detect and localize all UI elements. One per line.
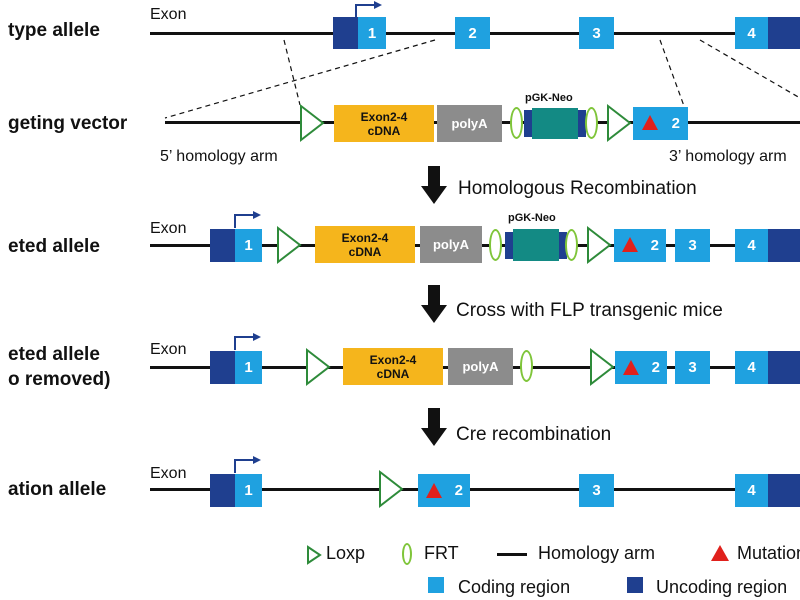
uncoding-exon-1 [210,474,235,507]
polya-box: polyA [448,348,513,385]
legend-homology-arm: Homology arm [538,543,656,563]
row-label-neo-removed-sub: o removed) [8,369,111,390]
polya-box: polyA [437,105,502,142]
exon-3-box: 3 [579,17,614,49]
neo-end-left [505,232,513,259]
frt-icon [585,107,598,139]
pgk-neo-label: pGK-Neo [525,92,573,104]
pgk-neo-label: pGK-Neo [508,212,556,224]
mutation-line [150,488,800,491]
frt-icon [510,107,523,139]
uncoding-exon-4 [768,474,800,507]
promoter-arrow-icon [234,211,261,228]
exon-label: Exon [150,6,187,23]
cdna-line1: Exon2-4 [369,352,417,367]
mutation-icon [622,237,638,252]
uncoding-exon-4 [768,351,800,384]
cdna-line2: cDNA [348,244,382,259]
exon-1-box: 1 [235,229,262,262]
three-prime-arm-label: 3’ homology arm [669,148,787,165]
mutation-icon [426,483,442,498]
exon-1-box: 1 [235,351,262,384]
loxp-icon [300,103,325,143]
promoter-arrow-icon [234,456,261,473]
promoter-arrow-icon [355,1,382,18]
step-flp-cross: Cross with FLP transgenic mice [456,300,723,321]
mutation-icon [642,115,658,130]
exon-label: Exon [150,341,187,358]
cdna-box: Exon2-4 cDNA [343,348,443,385]
exon-1-box: 1 [358,17,386,49]
frt-icon [520,350,533,382]
frt-icon [489,229,502,261]
down-arrow-icon [421,408,447,446]
cdna-line2: cDNA [367,123,401,138]
cdna-line1: Exon2-4 [341,230,389,245]
cdna-line1: Exon2-4 [360,109,408,124]
neo-box [513,229,559,261]
row-label-targeted: eted allele [8,236,100,257]
neo-end-left [524,110,532,137]
row-label-neo-removed: eted allele [8,344,100,365]
loxp-icon [607,103,632,143]
legend-uncoding-swatch [627,577,643,593]
uncoding-exon-4 [768,17,800,49]
exon-4-box: 4 [735,229,768,262]
polya-box: polyA [420,226,482,263]
exon-label: Exon [150,220,187,237]
down-arrow-icon [421,285,447,323]
step-homologous-recombination: Homologous Recombination [458,178,697,199]
loxp-icon [587,225,612,265]
row-label-vector: geting vector [8,113,128,134]
exon-2-box: 2 [455,17,490,49]
uncoding-exon-4 [768,229,800,262]
legend-coding: Coding region [458,577,571,597]
legend-mutation-icon [711,545,729,561]
uncoding-exon-1 [210,229,235,262]
neo-end-right [578,110,586,137]
row-label-wild-type: type allele [8,20,100,41]
exon-1-box: 1 [235,474,262,507]
exon-label: Exon [150,465,187,482]
exon-4-box: 4 [735,351,768,384]
legend-loxp-icon [307,545,322,565]
cdna-box: Exon2-4 cDNA [334,105,434,142]
neo-end-right [559,232,567,259]
exon-4-box: 4 [735,17,768,49]
cdna-line2: cDNA [376,366,410,381]
exon-4-box: 4 [735,474,768,507]
legend-homology-line [497,553,527,556]
exon-3-box: 3 [579,474,614,507]
loxp-icon [379,469,404,509]
mutation-icon [623,360,639,375]
row-label-mutation: ation allele [8,479,107,500]
down-arrow-icon [421,166,447,204]
legend-coding-swatch [428,577,444,593]
step-cre-recombination: Cre recombination [456,424,612,445]
uncoding-exon-1 [333,17,358,49]
loxp-icon [277,225,302,265]
frt-icon [565,229,578,261]
uncoding-exon-1 [210,351,235,384]
exon-3-box: 3 [675,351,710,384]
neo-box [532,108,578,139]
legend-frt-icon [402,543,412,565]
promoter-arrow-icon [234,333,261,350]
loxp-icon [590,347,615,387]
five-prime-arm-label: 5’ homology arm [160,148,278,165]
legend-loxp: Loxp [326,543,366,563]
loxp-icon [306,347,331,387]
cdna-box: Exon2-4 cDNA [315,226,415,263]
exon-3-box: 3 [675,229,710,262]
legend-uncoding: Uncoding region [656,577,788,597]
legend-frt: FRT [424,543,459,563]
legend-mutation: Mutation [737,543,800,563]
homology-dashed-lines [164,39,800,119]
